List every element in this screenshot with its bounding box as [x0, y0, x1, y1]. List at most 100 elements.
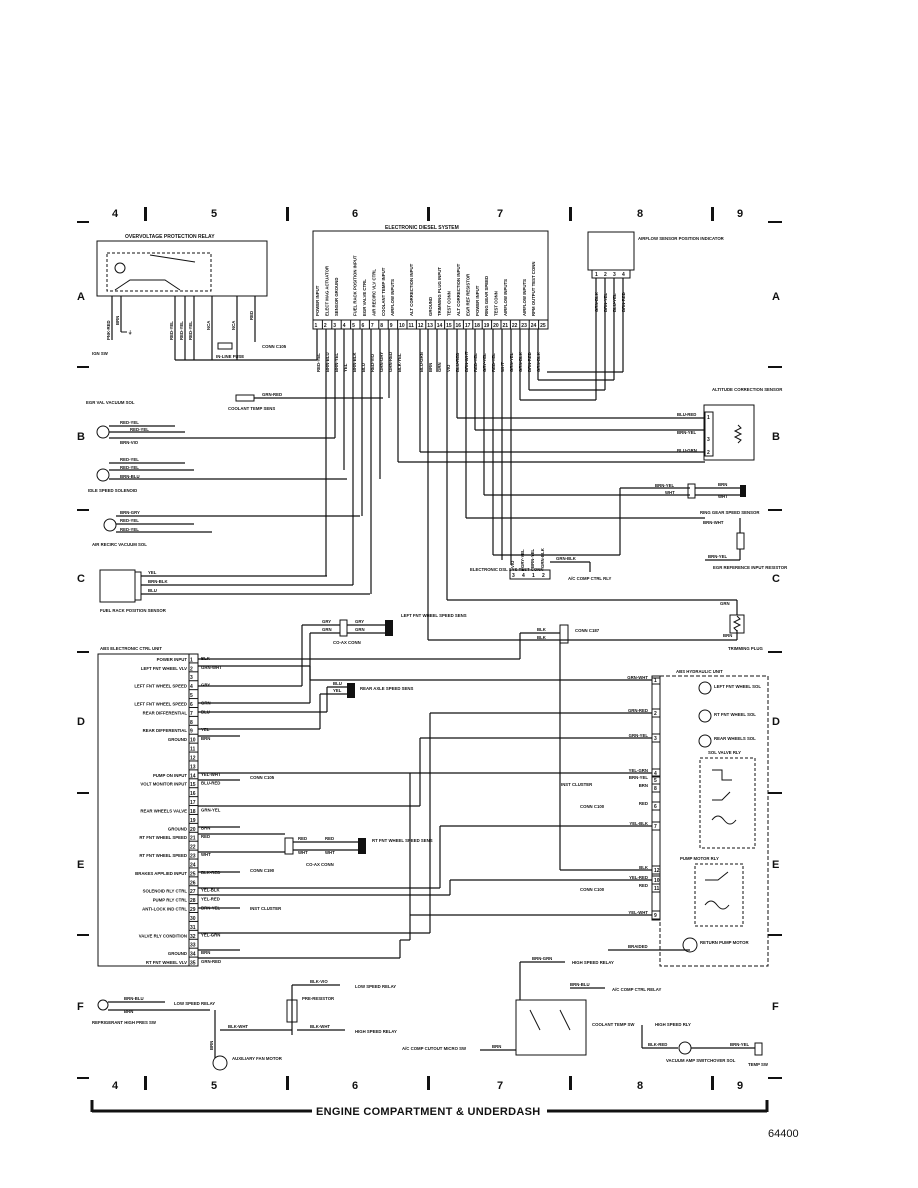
grid-row-c-right: C [772, 573, 780, 585]
abs-pin-label: POWER INPUT [157, 657, 188, 662]
idle-sol-wire-3: BRN-BLU [120, 474, 140, 479]
diesel-pin: 4 [343, 323, 346, 329]
diesel-title: ELECTRONIC DIESEL SYSTEM [385, 225, 459, 231]
abs-hyd-pin-list: 1GRN-WHT2GRN-RED3GRN-YEL4YEL-GRN5BRN-YEL… [627, 675, 661, 920]
airflow-pin-3: 3 [613, 272, 616, 278]
abs-pin-wire: BRN [201, 950, 210, 955]
diesel-function-label: TRIMMING PLUG INPUT [437, 267, 442, 316]
grid-row-d-right: D [772, 716, 780, 728]
abs-pin-number: 6 [190, 702, 193, 708]
diesel-function-label: COOLANT TEMP INPUT [381, 267, 386, 316]
abs-hyd-pin: 4 [654, 771, 657, 777]
coolant-sens-title: COOLANT TEMP SENS [228, 406, 275, 411]
overvoltage-relay: OVERVOLTAGE PROTECTION RELAY PNK-RED BRN… [92, 234, 287, 360]
c187-wire-1: BLK [537, 627, 547, 632]
diesel-pin: 8 [380, 323, 383, 329]
grid-col-7-top: 7 [497, 208, 503, 220]
diesel-wire-right: BLU-GRN [419, 352, 424, 372]
abs-pin-number: 11 [190, 747, 196, 753]
air-recirc-wire-2: RED-YEL [120, 518, 139, 523]
ovr-wire-red: RED [249, 311, 254, 320]
egr-sol-wire-2: RED-YEL [130, 427, 149, 432]
abs-pin-number: 24 [190, 862, 196, 868]
test-conn-title: ELECTRONIC DSL SYS TEST CONN [470, 567, 543, 572]
lf-speed-wire-2: GRN [322, 627, 332, 632]
grid-col-9-bottom: 9 [737, 1080, 743, 1092]
return-pump-label: RETURN PUMP MOTOR [700, 940, 749, 945]
abs-inst-cluster: INST CLUSTER [250, 906, 282, 911]
abs-pin-wire: BRN [201, 736, 210, 741]
abs-pin-number: 22 [190, 845, 196, 851]
abs-hyd-wire: BRN-YEL [629, 775, 648, 780]
abs-hyd-pin: 1 [654, 678, 657, 684]
test-wire-1: VIO [510, 560, 515, 568]
ring-gear-wire-3: BRN [718, 482, 727, 487]
diesel-pin: 22 [512, 323, 518, 329]
altitude-wire-3: BLU-GRN [677, 448, 697, 453]
refrigerant-sw-label: REFRIGERANT HIGH PRES SW [92, 1020, 157, 1025]
grid-row-f-left: F [77, 1001, 84, 1013]
ovr-wire-pnk-red: PNK-RED [106, 320, 111, 340]
bottom-ac-comp-ctrl-relay: A/C COMP CTRL RELAY [612, 987, 661, 992]
abs-pin-label: SOLENOID RLY CTRL [143, 889, 188, 894]
diesel-pin: 18 [474, 323, 480, 329]
aux-fan-label: AUXILIARY FAN MOTOR [232, 1056, 283, 1061]
bottom-blk-red: BLK-RED [648, 1042, 667, 1047]
abs-pin-number: 13 [190, 764, 196, 770]
abs-pin-number: 8 [190, 720, 193, 726]
abs-pin-label: PUMP RLY CTRL [153, 898, 188, 903]
abs-hyd-wire: YEL-WHT [628, 910, 648, 915]
grid-col-6-bottom: 6 [352, 1080, 358, 1092]
lf-speed-wire-3: GRY [355, 619, 364, 624]
diesel-pin: 21 [503, 323, 509, 329]
abs-hyd-wire: YEL-RED [629, 875, 648, 880]
abs-conn-c190: CONN C190 [250, 868, 275, 873]
abs-pin-number: 18 [190, 809, 196, 815]
ring-gear-wire-1: BRN-YEL [655, 483, 674, 488]
airflow-sensor-title: AIRFLOW SENSOR POSITION INDICATOR [638, 236, 725, 241]
diesel-function-label: ALT CORRECTION INPUT [456, 263, 461, 316]
hyd-conn-c100-a: CONN C100 [580, 804, 605, 809]
diesel-function-label: AIRFLOW INPUTS [522, 279, 527, 316]
abs-pin-wire: YEL-RED [201, 897, 220, 902]
abs-pin-number: 28 [190, 898, 196, 904]
abs-pin-wire: GRY [201, 683, 210, 688]
abs-hyd-pin: 6 [654, 804, 657, 810]
egr-ref-wire-1: BRN-WHT [703, 520, 724, 525]
idle-sol-wire-1: RED-YEL [120, 457, 139, 462]
c187-wire-2: BLK [537, 635, 547, 640]
diesel-pin: 12 [418, 323, 424, 329]
diesel-pin: 24 [531, 323, 537, 329]
abs-ctrl-title: ABS ELECTRONIC CTRL UNIT [100, 646, 162, 651]
bottom-brn-blu-left: BRN-BLU [124, 996, 144, 1001]
abs-pin-number: 7 [190, 711, 193, 717]
bottom-low-speed-relay-a: LOW SPEED RELAY [355, 984, 396, 989]
page-code: 64400 [768, 1128, 799, 1140]
diesel-pin: 16 [456, 323, 462, 329]
grid-col-6-top: 6 [352, 208, 358, 220]
diesel-function-label: POWER INPUT [475, 285, 480, 316]
fuel-rack-title: FUEL RACK POSITION SENSOR [100, 608, 167, 613]
diesel-function-label: FUEL RACK POSITION INPUT [353, 255, 358, 316]
abs-pin-label: GROUND [168, 826, 187, 831]
grid-col-4-bottom: 4 [112, 1080, 119, 1092]
grid-row-e-right: E [772, 859, 779, 871]
diesel-pin: 5 [352, 323, 355, 329]
conn-c187: BLK BLK CONN C187 [537, 624, 600, 644]
grid-row-e-left: E [77, 859, 84, 871]
rear-sol-icon [698, 734, 712, 748]
fuel-rack-wire-3: BLU [148, 588, 157, 593]
abs-hyd-wire: GRN-RED [628, 708, 648, 713]
grid-bottom: 4 5 6 7 8 9 [77, 1076, 782, 1092]
temp-sw-label: TEMP SW [748, 1062, 769, 1067]
diesel-right-routing [419, 329, 738, 641]
abs-pin-number: 35 [190, 961, 196, 967]
trimming-wire-2: BRN [723, 633, 732, 638]
diesel-wire-left: YEL [343, 363, 348, 372]
rear-axle-title: REAR AXLE SPEED SENS [360, 686, 413, 691]
left-fnt-sol-icon [698, 681, 712, 695]
egr-ref-resistor: BRN-WHT BRN-YEL EGR REFERENCE INPUT RESI… [703, 518, 788, 570]
